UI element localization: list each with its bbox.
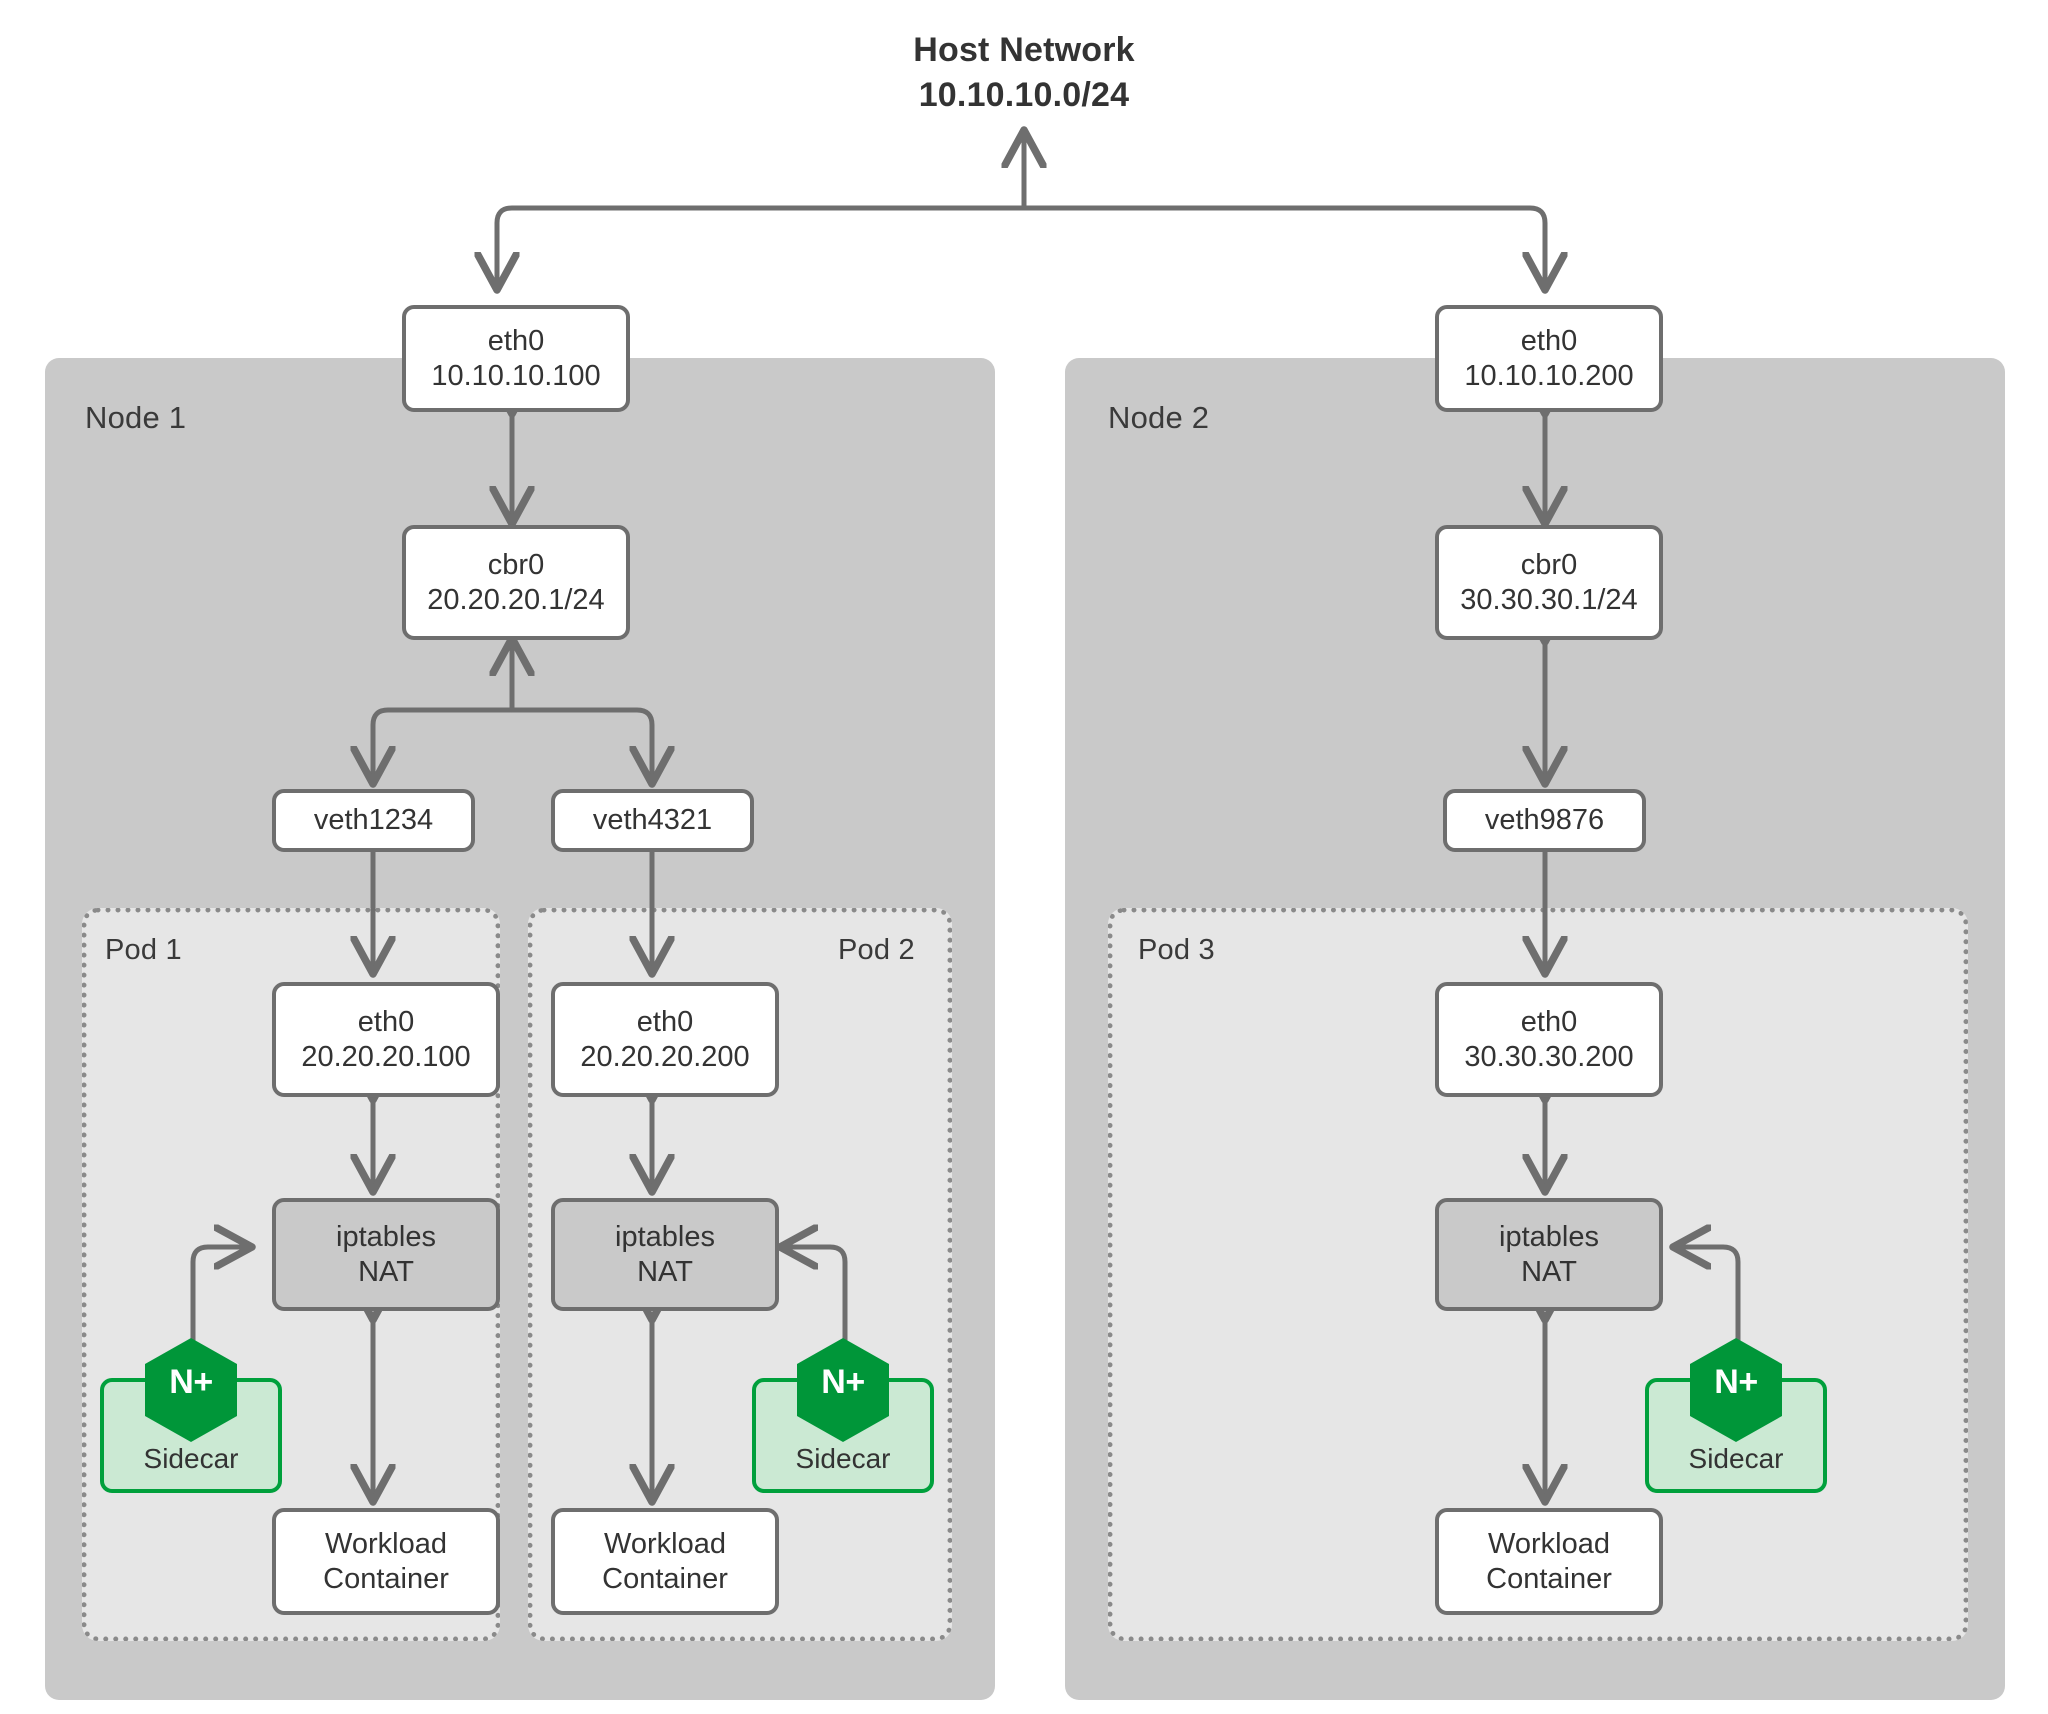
- pod-3-sidecar-label: Sidecar: [1688, 1443, 1784, 1474]
- pod-2-nat-label: NAT: [637, 1255, 693, 1288]
- pod-1-eth0-box[interactable]: eth0 20.20.20.100: [272, 982, 500, 1097]
- pod-1-workload-line2: Container: [323, 1562, 449, 1595]
- node-1-cbr0-box[interactable]: cbr0 20.20.20.1/24: [402, 525, 630, 640]
- node-2-veth9876-box[interactable]: veth9876: [1443, 789, 1646, 852]
- pod-1-eth0-name: eth0: [357, 1005, 415, 1038]
- node-2-label: Node 2: [1108, 400, 1210, 435]
- pod-2-sidecar-label: Sidecar: [795, 1443, 891, 1474]
- pod-1-nginx-plus-icon: N+: [145, 1338, 237, 1442]
- pod-3-iptables-label: iptables: [1499, 1220, 1599, 1253]
- host-network-title: Host Network 10.10.10.0/24: [0, 28, 2048, 118]
- node-2-eth0-box[interactable]: eth0 10.10.10.200: [1435, 305, 1663, 412]
- pod-3-nginx-plus-icon: N+: [1690, 1338, 1782, 1442]
- node-1-eth0-name: eth0: [487, 324, 545, 357]
- pod-3-eth0-box[interactable]: eth0 30.30.30.200: [1435, 982, 1663, 1097]
- pod-3-label: Pod 3: [1138, 934, 1215, 966]
- node-1-eth0-ip: 10.10.10.100: [431, 359, 601, 392]
- node-2-eth0-ip: 10.10.10.200: [1464, 359, 1634, 392]
- node-2-veth9876-label: veth9876: [1484, 804, 1605, 837]
- pod-3-iptables-nat-box[interactable]: iptables NAT: [1435, 1198, 1663, 1311]
- pod-2-eth0-ip: 20.20.20.200: [580, 1040, 750, 1073]
- pod-1-eth0-ip: 20.20.20.100: [301, 1040, 471, 1073]
- pod-2-iptables-label: iptables: [615, 1220, 715, 1253]
- pod-1-iptables-nat-box[interactable]: iptables NAT: [272, 1198, 500, 1311]
- node-1-cbr0-cidr: 20.20.20.1/24: [427, 583, 605, 616]
- nginx-plus-logo-text: N+: [169, 1363, 213, 1401]
- host-network-title-line2: 10.10.10.0/24: [918, 75, 1130, 114]
- host-network-title-line1: Host Network: [913, 31, 1135, 69]
- pod-2-eth0-name: eth0: [636, 1005, 694, 1038]
- hexagon-shape: [1690, 1338, 1782, 1442]
- node-2-cbr0-cidr: 30.30.30.1/24: [1460, 583, 1638, 616]
- pod-3-nat-label: NAT: [1521, 1255, 1577, 1288]
- pod-3-workload-line1: Workload: [1488, 1527, 1610, 1560]
- nginx-plus-logo-text: N+: [821, 1363, 865, 1401]
- node-1-veth4321-label: veth4321: [592, 804, 713, 837]
- pod-3-workload-container-box[interactable]: Workload Container: [1435, 1508, 1663, 1615]
- node-2-cbr0-name: cbr0: [1520, 548, 1578, 581]
- node-1-veth4321-box[interactable]: veth4321: [551, 789, 754, 852]
- pod-1-workload-line1: Workload: [325, 1527, 447, 1560]
- node-2-cbr0-box[interactable]: cbr0 30.30.30.1/24: [1435, 525, 1663, 640]
- node-1-label: Node 1: [85, 400, 187, 435]
- node-1-eth0-box[interactable]: eth0 10.10.10.100: [402, 305, 630, 412]
- pod-2-workload-line1: Workload: [604, 1527, 726, 1560]
- node-1-veth1234-label: veth1234: [313, 804, 434, 837]
- pod-2-iptables-nat-box[interactable]: iptables NAT: [551, 1198, 779, 1311]
- pod-2-nginx-plus-icon: N+: [797, 1338, 889, 1442]
- pod-3-eth0-name: eth0: [1520, 1005, 1578, 1038]
- pod-2-eth0-box[interactable]: eth0 20.20.20.200: [551, 982, 779, 1097]
- pod-3-workload-line2: Container: [1486, 1562, 1612, 1595]
- pod-2-workload-line2: Container: [602, 1562, 728, 1595]
- node-1-cbr0-name: cbr0: [487, 548, 545, 581]
- pod-1-nat-label: NAT: [358, 1255, 414, 1288]
- node-2-eth0-name: eth0: [1520, 324, 1578, 357]
- pod-1-iptables-label: iptables: [336, 1220, 436, 1253]
- node-1-veth1234-box[interactable]: veth1234: [272, 789, 475, 852]
- pod-3-eth0-ip: 30.30.30.200: [1464, 1040, 1634, 1073]
- pod-2-workload-container-box[interactable]: Workload Container: [551, 1508, 779, 1615]
- pod-2-label: Pod 2: [838, 934, 915, 966]
- pod-1-workload-container-box[interactable]: Workload Container: [272, 1508, 500, 1615]
- hexagon-shape: [797, 1338, 889, 1442]
- nginx-plus-logo-text: N+: [1714, 1363, 1758, 1401]
- pod-1-label: Pod 1: [105, 934, 182, 966]
- pod-1-sidecar-label: Sidecar: [143, 1443, 239, 1474]
- hexagon-shape: [145, 1338, 237, 1442]
